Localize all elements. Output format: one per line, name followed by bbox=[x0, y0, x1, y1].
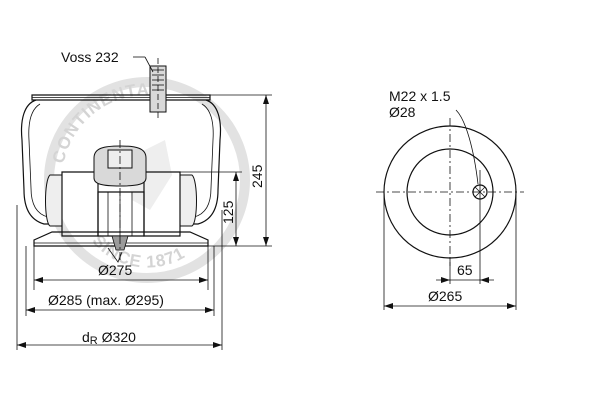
offset-label: 65 bbox=[457, 262, 473, 278]
diameter-d-label: dR Ø320 bbox=[82, 329, 136, 347]
height-piston-dimension: 125 bbox=[220, 172, 239, 246]
diameter-piston-dimension: Ø275 bbox=[34, 262, 208, 283]
diameter-plate-label: Ø265 bbox=[428, 288, 462, 304]
pin-diameter-label: Ø28 bbox=[389, 104, 416, 120]
air-spring-side-view bbox=[20, 58, 222, 263]
diameter-base-dimension: Ø285 (max. Ø295) bbox=[26, 292, 214, 313]
diameter-piston-label: Ø275 bbox=[98, 262, 132, 278]
diameter-d-dimension: dR Ø320 bbox=[17, 329, 222, 348]
thread-label: M22 x 1.5 bbox=[389, 88, 451, 104]
thread-callout: M22 x 1.5 Ø28 bbox=[389, 88, 451, 120]
connector-callout: Voss 232 bbox=[61, 49, 154, 73]
diameter-base-label: Ø285 (max. Ø295) bbox=[48, 292, 164, 308]
height-total-label: 245 bbox=[249, 164, 265, 188]
offset-dimension: 65 bbox=[436, 258, 494, 284]
watermark: CONTINENTAL SINCE 1871 bbox=[44, 77, 250, 283]
height-total-dimension: 245 bbox=[249, 95, 269, 246]
connector-label: Voss 232 bbox=[61, 49, 119, 65]
top-view bbox=[376, 109, 524, 284]
height-piston-label: 125 bbox=[220, 200, 236, 224]
diameter-plate-dimension: Ø265 bbox=[383, 192, 517, 310]
